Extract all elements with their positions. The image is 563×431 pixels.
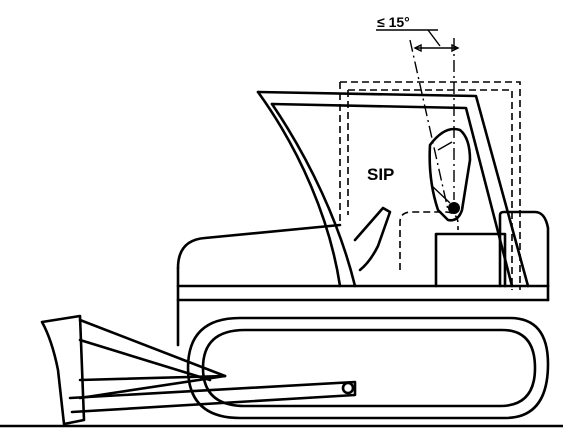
reference-frame-dashed [339,81,521,290]
sip-label: SIP [367,165,394,184]
angle-label: ≤ 15° [377,14,410,30]
control-console [353,206,392,272]
backrest-centerline [409,39,449,211]
seat-backrest [428,127,472,222]
dozer-blade [40,314,86,426]
operator-seat [399,211,507,288]
push-arm [68,318,357,414]
angle-dimension [376,29,460,53]
engine-body [176,210,550,347]
crawler-track [186,316,550,420]
sip-marker [431,185,460,214]
cab-frame [256,90,530,288]
